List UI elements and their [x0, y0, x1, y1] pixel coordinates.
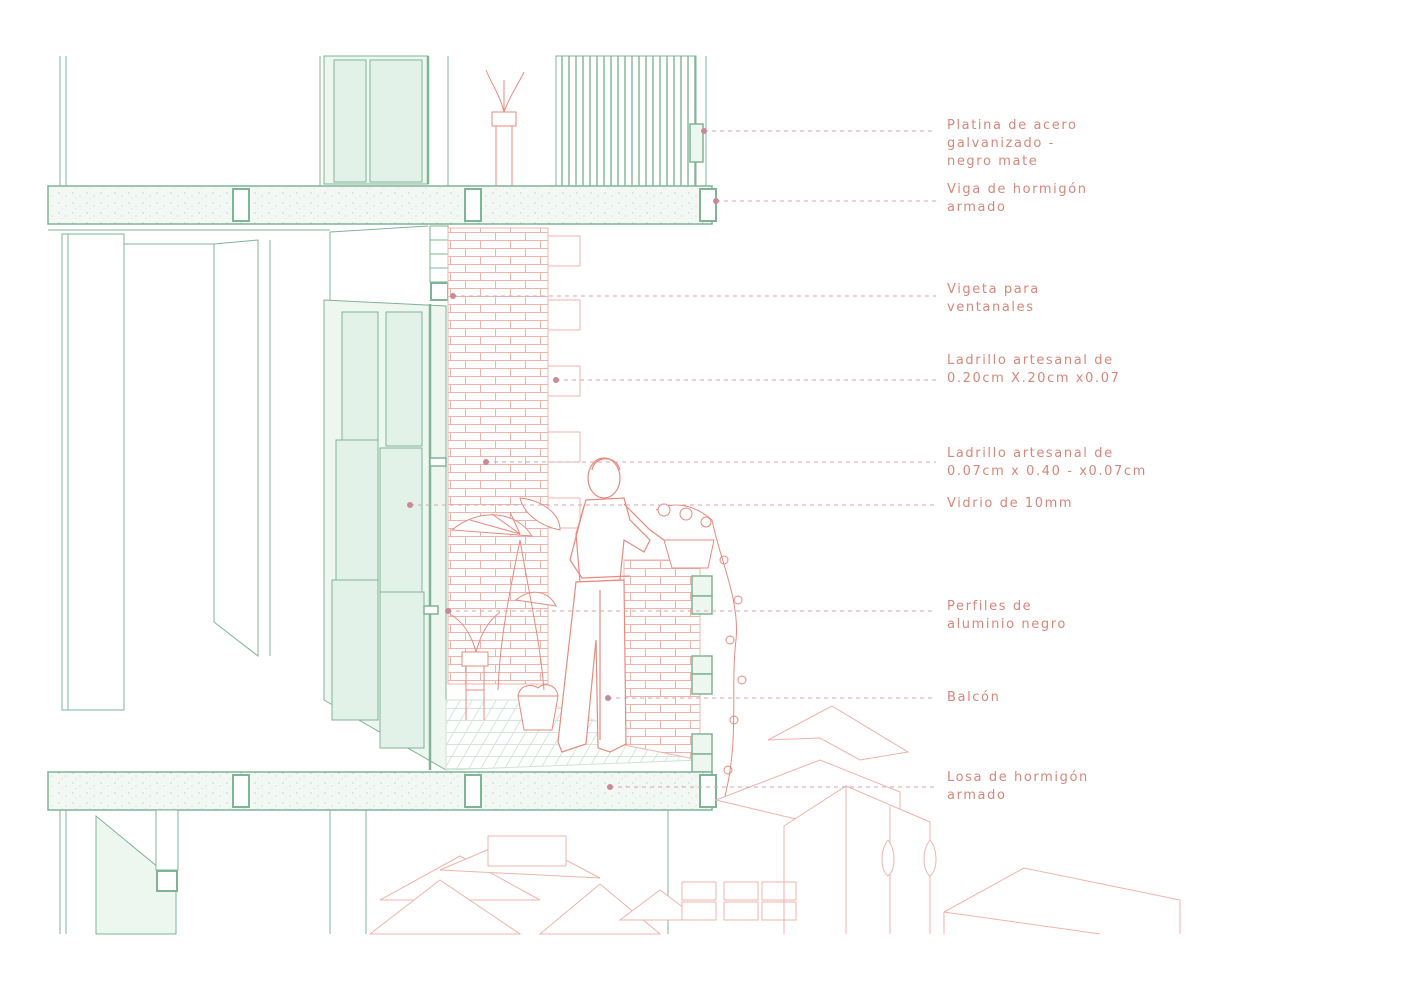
label-line: Platina de acero: [947, 118, 1078, 133]
label-vigeta: Vigeta para ventanales: [947, 281, 1040, 317]
label-perfiles: Perfiles de aluminio negro: [947, 598, 1067, 634]
label-line: ventanales: [947, 300, 1035, 315]
label-line: 0.20cm X.20cm x0.07: [947, 371, 1121, 386]
leader-dot-balcon: [605, 695, 611, 701]
label-line: galvanizado -: [947, 136, 1055, 151]
label-losa: Losa de hormigón armado: [947, 769, 1089, 805]
label-line: Perfiles de: [947, 599, 1033, 614]
label-line: aluminio negro: [947, 617, 1067, 632]
parapet-blocks: [691, 575, 713, 773]
label-ladrillo-2: Ladrillo artesanal de 0.07cm x 0.40 - x0…: [947, 445, 1147, 481]
label-line: armado: [947, 200, 1007, 215]
person-figure: [557, 457, 665, 753]
label-line: Vidrio de 10mm: [947, 496, 1074, 511]
label-line: Ladrillo artesanal de: [947, 446, 1114, 461]
lower-slab: [47, 771, 717, 811]
leader-dot-vigeta: [450, 293, 456, 299]
leader-dot-vidrio: [407, 502, 413, 508]
leader-dot-viga: [713, 198, 719, 204]
label-line: Viga de hormigón: [947, 182, 1088, 197]
balcony-plants: [449, 497, 747, 801]
label-viga: Viga de hormigón armado: [947, 181, 1088, 217]
leader-dot-losa: [607, 784, 613, 790]
label-line: 0.07cm x 0.40 - x0.07cm: [947, 464, 1147, 479]
upper-slab: [47, 185, 717, 231]
leader-lines: [407, 128, 936, 790]
label-balcon: Balcón: [947, 689, 1000, 707]
brick-wall: [447, 227, 701, 761]
upper-floor: [59, 55, 707, 187]
leader-dot-platina: [701, 128, 707, 134]
upper-plant: [485, 69, 525, 186]
label-line: Balcón: [947, 690, 1001, 705]
market-stalls: [368, 705, 1181, 935]
label-line: negro mate: [947, 154, 1039, 169]
leader-dot-perfiles: [445, 608, 451, 614]
leader-dot-ladrillo-2: [483, 459, 489, 465]
label-line: Ladrillo artesanal de: [947, 353, 1114, 368]
label-line: armado: [947, 788, 1007, 803]
lower-floor: [59, 809, 669, 935]
label-platina: Platina de acero galvanizado - negro mat…: [947, 117, 1078, 171]
label-line: Vigeta para: [947, 282, 1040, 297]
leader-dot-ladrillo-1: [553, 377, 559, 383]
label-line: Losa de hormigón: [947, 770, 1089, 785]
middle-floor: [61, 225, 701, 771]
label-ladrillo-1: Ladrillo artesanal de 0.20cm X.20cm x0.0…: [947, 352, 1120, 388]
label-vidrio: Vidrio de 10mm: [947, 495, 1073, 513]
